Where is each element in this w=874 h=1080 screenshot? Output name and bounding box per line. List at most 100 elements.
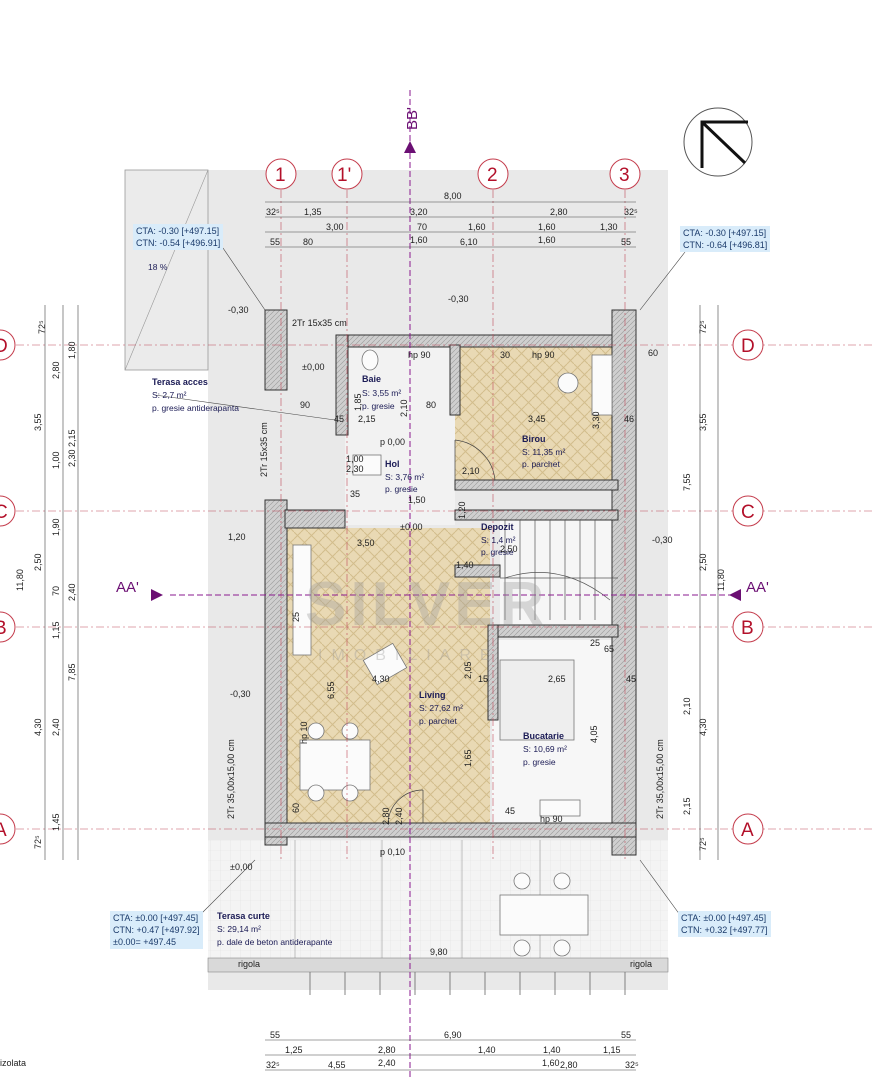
bottom-dim-r2-1: 2,80 [378, 1045, 396, 1055]
cta-bl-line1: CTA: ±0.00 [+497.45] [113, 913, 199, 923]
left-dim-5: 1,00 [51, 451, 61, 469]
left-dim-2: 2,80 [51, 361, 61, 379]
inner-dim-8: 46 [624, 414, 634, 424]
aa-right-arrow [729, 589, 741, 601]
leaders [154, 247, 686, 916]
top-dim-r2-2: 1,60 [468, 222, 486, 232]
birou-area: S: 11,35 m² [522, 447, 565, 457]
inner-dim-15: 3,50 [357, 538, 375, 548]
inner-dim-5: 45 [334, 414, 344, 424]
right-dim-3: 2,50 [698, 553, 708, 571]
terasa-curte-area: S: 29,14 m² [217, 924, 261, 934]
top-dim-r1-4: 32⁵ [624, 207, 638, 217]
cta-tr-line2: CTN: -0.64 [+496.81] [683, 240, 768, 250]
right-dim-8: 72⁵ [698, 837, 708, 851]
inner-dim-29: 45 [626, 674, 636, 684]
inner-dim-22: 2,40 [394, 807, 404, 825]
axis-label-c-left: C [0, 502, 8, 523]
right-dim-2: 7,55 [682, 473, 692, 491]
room-birou: Birou S: 11,35 m² p. parchet [522, 434, 565, 469]
room-bucatarie: Bucatarie S: 10,69 m² p. gresie [523, 731, 567, 767]
cta-box-top-left: CTA: -0.30 [+497.15] CTN: -0.54 [+496.91] [133, 224, 224, 250]
inner-dim-2: 2,10 [399, 399, 409, 417]
hp90-baie: hp 90 [408, 350, 431, 360]
hp90-birou: hp 90 [532, 350, 555, 360]
birou-name: Birou [522, 434, 546, 444]
stair-right-label: 2Tr 35,00x15,00 cm [655, 739, 665, 819]
axis-label-1: 1 [275, 165, 286, 186]
axis-label-b-right: B [741, 618, 754, 639]
left-dim-7: 1,90 [51, 518, 61, 536]
col-label: 2Tr 15x35 cm [292, 318, 347, 328]
cta-tl-line1: CTA: -0.30 [+497.15] [136, 226, 220, 236]
right-dim-0: 72⁵ [698, 320, 708, 334]
level-neg-3: -0,30 [652, 535, 673, 545]
axis-bubbles-top: 1 1' 2 3 [265, 158, 641, 190]
axis-label-c-right: C [741, 502, 755, 523]
inner-dim-19: 4,30 [372, 674, 390, 684]
left-dim-3: 3,55 [33, 413, 43, 431]
inner-dim-25: 2,65 [548, 674, 566, 684]
inner-dim-31: 2,50 [500, 544, 518, 554]
room-living: Living S: 27,62 m² p. parchet [419, 690, 463, 726]
hp10-living: hp 10 [299, 721, 309, 744]
right-dim-5: 2,10 [682, 697, 692, 715]
furniture [292, 349, 613, 957]
axis-label-2: 2 [487, 165, 498, 186]
watermark-subtext: IMOBILIARE [318, 647, 500, 664]
misc-annotations: 2Tr 15x35 cm 2Tr 15x35 cm 2Tr 35,00x15,0… [226, 294, 673, 872]
right-dim-4: 11,80 [716, 569, 726, 591]
room-terasa-acces: Terasa acces S: 2,7 m² p. gresie antider… [148, 262, 239, 413]
bottom-dim-r1-2: 55 [621, 1030, 631, 1040]
living-floor-type: p. parchet [419, 716, 457, 726]
bottom-dimension-lines [265, 1039, 636, 1071]
top-dim-r3-2: 1,60 [410, 235, 428, 245]
left-dim-1: 1,80 [67, 341, 77, 359]
bottom-dim-r3-3: 1,60 [542, 1058, 560, 1068]
top-dim-r2-0: 3,00 [326, 222, 344, 232]
baie-floor: p. gresie [362, 401, 395, 411]
depozit-area: S: 1,4 m² [481, 535, 516, 545]
left-dim-16: 1,45 [51, 813, 61, 831]
hol-area: S: 3,76 m² [385, 472, 424, 482]
top-dim-r1-2: 3,20 [410, 207, 428, 217]
axis-label-d-right: D [741, 336, 755, 357]
axis-bubbles-side: D C B A D C B A [0, 329, 764, 845]
room-depozit: Depozit S: 1,4 m² p. gresie [481, 522, 516, 557]
living-area: S: 27,62 m² [419, 703, 463, 713]
bottom-dim-r3-5: 32⁵ [625, 1060, 639, 1070]
inner-dim-11: 1,20 [228, 532, 246, 542]
cta-tl-line2: CTN: -0.54 [+496.91] [136, 238, 221, 248]
left-dim-8: 2,50 [33, 553, 43, 571]
cta-box-bottom-left: CTA: ±0.00 [+497.45]CTN: +0.47 [+497.92]… [110, 911, 203, 949]
top-dim-r3-3: 6,10 [460, 237, 478, 247]
axis-label-a-left: A [0, 820, 7, 841]
depozit-name: Depozit [481, 522, 514, 532]
living-floor-ext [285, 528, 455, 588]
watermark-text: SILVER [305, 570, 548, 639]
left-dim-9: 11,80 [15, 569, 25, 591]
terasa-curte-area [208, 840, 668, 958]
cta-bl-line3: ±0.00= +497.45 [113, 937, 176, 947]
level-zero-3: ±0,00 [230, 862, 252, 872]
left-dim-15: 2,40 [51, 718, 61, 736]
bucatarie-name: Bucatarie [523, 731, 564, 741]
terrace-width-dim: 9,80 [430, 947, 448, 957]
izolata-label: izolata [0, 1058, 26, 1068]
depozit-floor: p. gresie [481, 547, 514, 557]
left-dim-6: 2,30 [67, 449, 77, 467]
cta-box-top-right: CTA: -0.30 [+497.15]CTN: -0.64 [+496.81] [680, 226, 771, 252]
axis-label-b-left: B [0, 618, 7, 639]
level-neg-4: -0,30 [230, 689, 251, 699]
bucatarie-floor: p. gresie [523, 757, 556, 767]
top-dim-r1-0: 32⁵ [266, 207, 280, 217]
doors [387, 439, 496, 824]
right-dimension-lines [699, 305, 719, 860]
right-dims: 72⁵ 3,55 7,55 2,50 11,80 2,10 4,30 2,15 … [682, 320, 726, 851]
baie-name: Baie [362, 374, 381, 384]
bottom-dim-r3-1: 4,55 [328, 1060, 346, 1070]
section-aa-left-label: AA' [116, 579, 139, 596]
inner-dim-30: 1,40 [456, 560, 474, 570]
bottom-dim-r2-4: 1,15 [603, 1045, 621, 1055]
